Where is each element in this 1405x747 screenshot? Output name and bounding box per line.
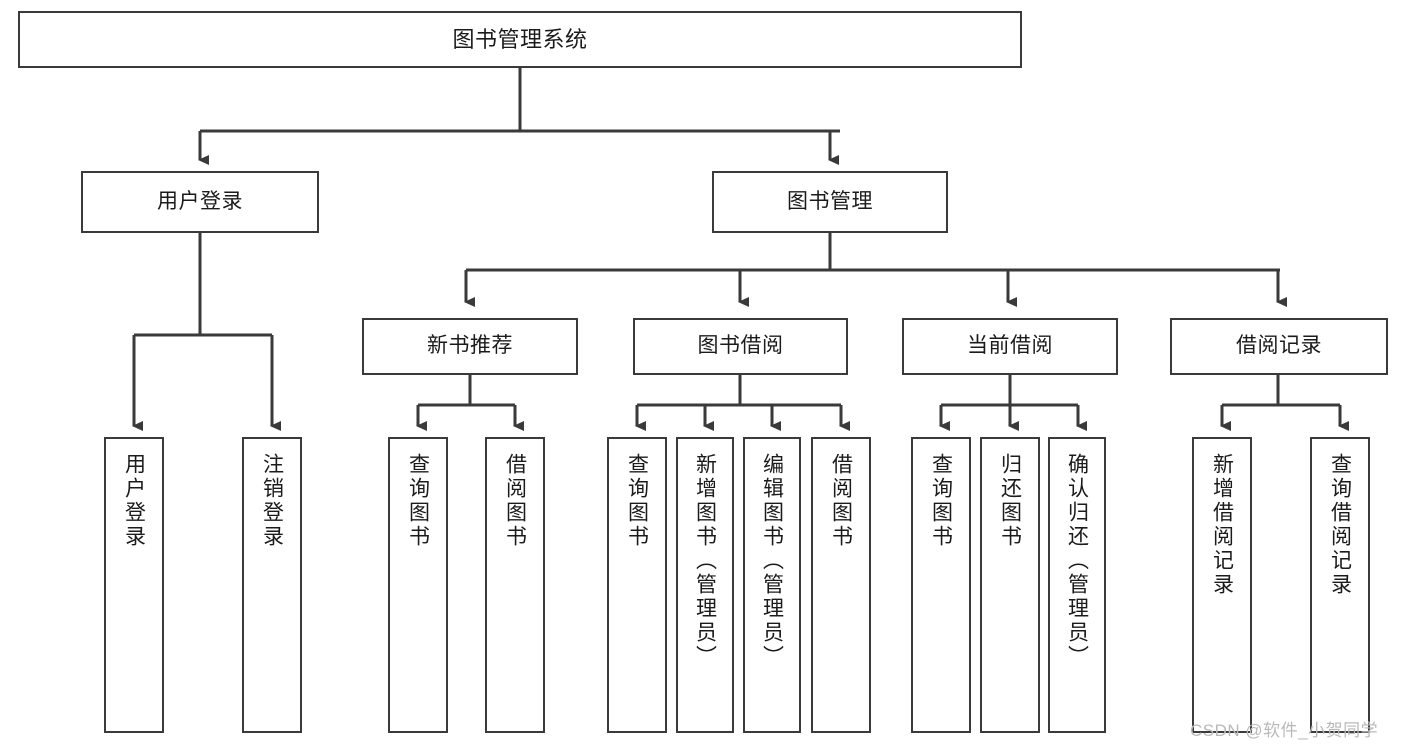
node-label: 借阅记录 <box>1236 334 1322 358</box>
node-label: 归还图书 <box>998 453 1022 549</box>
leaf-edit-book[interactable]: 编辑图书（管理员） <box>743 437 801 733</box>
node-label: 借阅图书 <box>829 453 853 549</box>
node-label: 新增图书（管理员） <box>693 453 717 669</box>
node-label: 查询借阅记录 <box>1328 453 1352 597</box>
leaf-add-book[interactable]: 新增图书（管理员） <box>676 437 734 733</box>
leaf-user-login[interactable]: 用户登录 <box>104 437 164 733</box>
node-label: 编辑图书（管理员） <box>760 453 784 669</box>
leaf-query-book-current[interactable]: 查询图书 <box>911 437 971 733</box>
leaf-borrow-book[interactable]: 借阅图书 <box>811 437 871 733</box>
node-label: 借阅图书 <box>503 453 527 549</box>
node-label: 查询图书 <box>929 453 953 549</box>
node-label: 用户登录 <box>157 189 243 213</box>
node-book-borrow[interactable]: 图书借阅 <box>633 318 848 375</box>
node-borrow-record[interactable]: 借阅记录 <box>1170 318 1388 375</box>
node-label: 图书管理 <box>787 189 873 213</box>
node-label: 查询图书 <box>625 453 649 549</box>
node-label: 新增借阅记录 <box>1210 453 1234 597</box>
node-user-login[interactable]: 用户登录 <box>81 171 319 233</box>
node-label: 图书管理系统 <box>452 26 588 52</box>
node-label: 新书推荐 <box>427 334 513 358</box>
node-new-book-recommend[interactable]: 新书推荐 <box>362 318 578 375</box>
node-label: 图书借阅 <box>697 334 784 358</box>
leaf-query-book-borrow[interactable]: 查询图书 <box>607 437 667 733</box>
leaf-query-book-recommend[interactable]: 查询图书 <box>388 437 448 733</box>
node-book-manage[interactable]: 图书管理 <box>712 171 948 233</box>
leaf-borrow-book-recommend[interactable]: 借阅图书 <box>485 437 545 733</box>
node-label: 用户登录 <box>122 453 146 549</box>
node-current-borrow[interactable]: 当前借阅 <box>902 318 1118 375</box>
leaf-add-borrow-record[interactable]: 新增借阅记录 <box>1192 437 1252 733</box>
leaf-return-book[interactable]: 归还图书 <box>980 437 1040 733</box>
leaf-query-borrow-record[interactable]: 查询借阅记录 <box>1310 437 1370 733</box>
leaf-confirm-return[interactable]: 确认归还（管理员） <box>1048 437 1106 733</box>
node-label: 当前借阅 <box>967 334 1053 358</box>
node-label: 注销登录 <box>260 453 284 549</box>
node-label: 确认归还（管理员） <box>1065 453 1089 669</box>
node-label: 查询图书 <box>406 453 430 549</box>
watermark-csdn: CSDN @软件_小贺同学 <box>1190 721 1379 740</box>
leaf-user-logout[interactable]: 注销登录 <box>242 437 302 733</box>
node-root-system[interactable]: 图书管理系统 <box>18 11 1022 68</box>
